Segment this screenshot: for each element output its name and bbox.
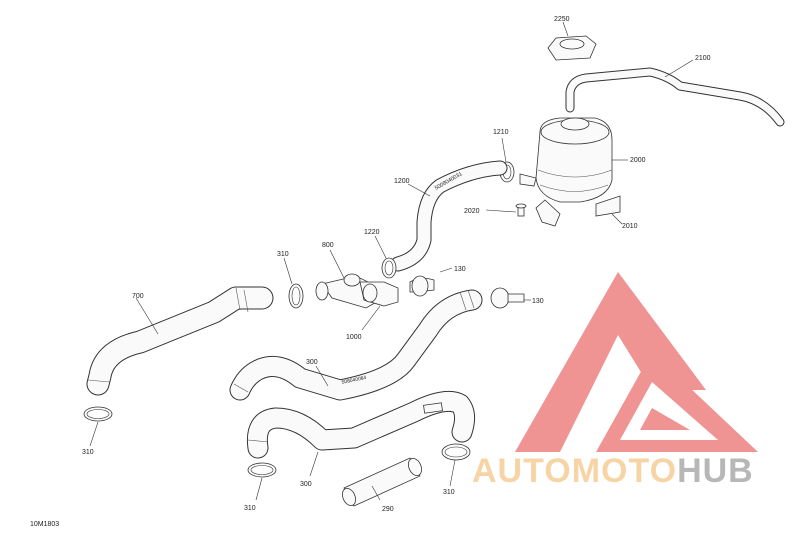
callout-2100: 2100 [695,55,711,62]
callout-2020: 2020 [464,208,480,215]
callout-310-lower-left: 310 [244,505,256,512]
callout-310-left: 310 [82,449,94,456]
thermostat-1000[interactable] [361,283,381,331]
callout-290: 290 [382,506,394,513]
drawing-code: 10M1803 [30,521,59,528]
callout-800: 800 [322,242,334,249]
callout-130-upper: 130 [454,266,466,273]
pressure-cap-2250[interactable] [547,21,597,61]
callout-310-lower-right: 310 [443,489,455,496]
clamp-310-lower-right[interactable] [441,443,471,487]
callout-1000: 1000 [346,334,362,341]
overflow-tube-2100[interactable] [565,59,785,127]
callout-1210: 1210 [493,129,509,136]
callout-700: 700 [132,293,144,300]
sleeve-290[interactable] [340,456,424,507]
hose-300-marking: 508040084 [341,375,367,386]
clamp-310-upper[interactable] [283,257,304,309]
callout-300-lower: 300 [300,481,312,488]
clamp-130-lower[interactable] [490,287,531,309]
callout-2010: 2010 [622,223,638,230]
clamp-1210[interactable] [499,137,515,183]
callout-130-lower: 130 [532,298,544,305]
coolant-reservoir-2000[interactable] [519,117,628,227]
decal-2010[interactable] [595,195,623,225]
clamp-310-left[interactable] [83,406,113,447]
callout-2250: 2250 [554,16,570,23]
hose-300-lower[interactable] [246,390,476,477]
clamp-130-upper[interactable] [409,267,453,297]
screw-2020[interactable] [485,203,527,217]
hose-1200[interactable]: 5008040031 [390,160,508,272]
callout-2000: 2000 [630,157,646,164]
callout-300-upper: 300 [306,359,318,366]
hose-300-upper[interactable]: 508040084 [229,289,483,401]
callout-310-upper: 310 [277,251,289,258]
hose-700[interactable] [86,286,274,396]
clamp-1220[interactable] [374,235,397,279]
clamp-310-lower-left[interactable] [247,462,277,501]
callout-1220: 1220 [364,229,380,236]
logo-wordmark: AUTOMOTOHUB [472,452,754,490]
callout-1200: 1200 [394,178,410,185]
automotohub-logo: AUTOMOTOHUB [472,272,758,490]
